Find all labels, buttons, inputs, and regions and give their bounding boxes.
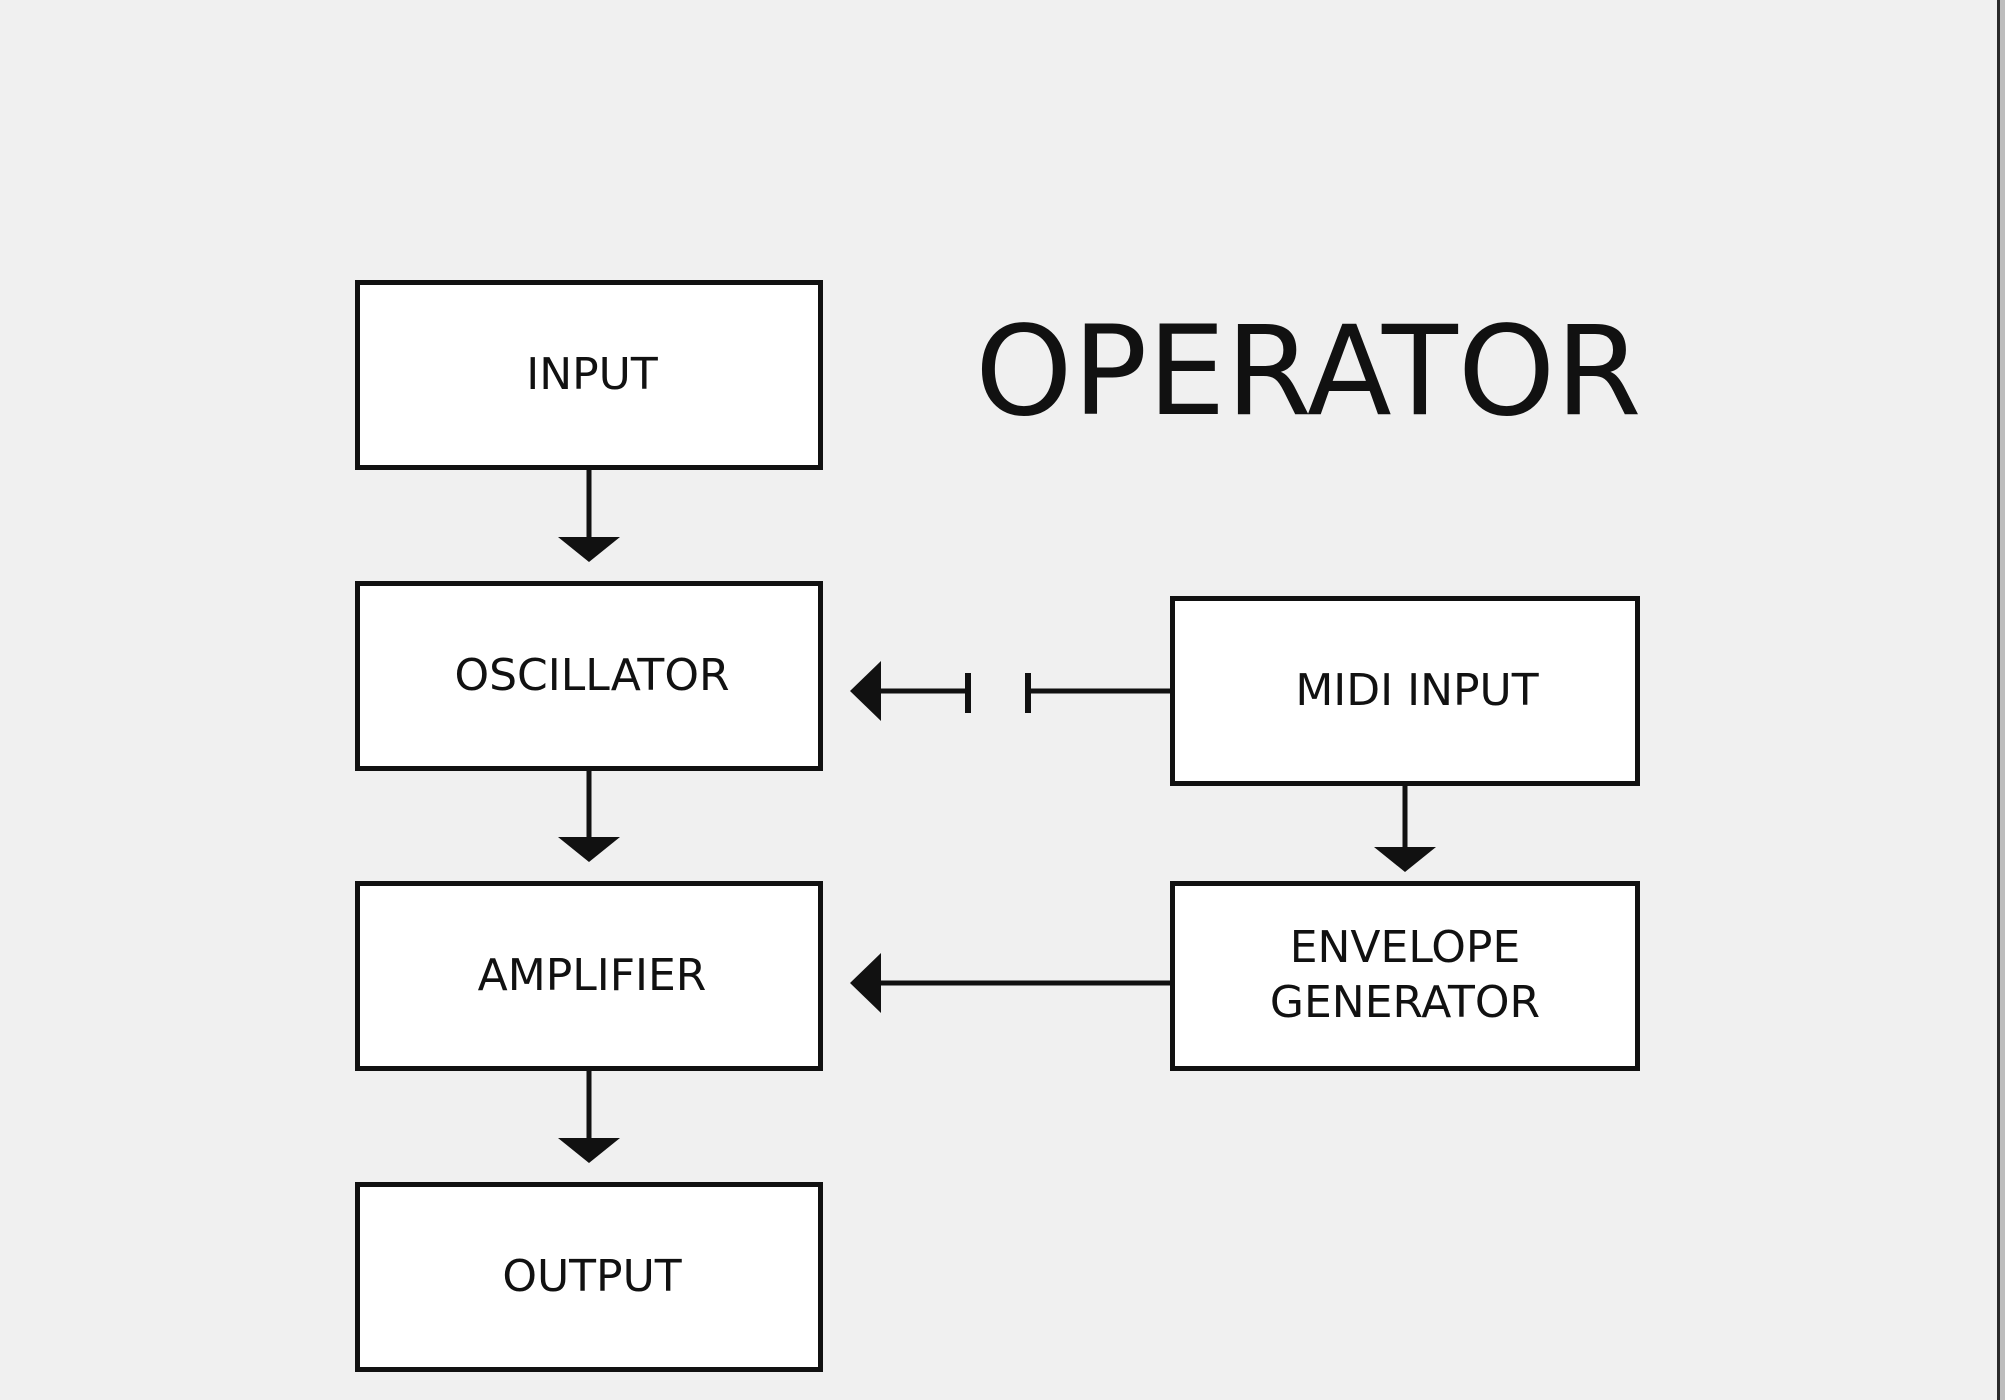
node-output: OUTPUT: [355, 1182, 823, 1372]
node-output-label: OUTPUT: [502, 1250, 682, 1302]
node-midi-input-label: MIDI INPUT: [1295, 664, 1539, 716]
arrow-amplifier-to-output: [558, 1071, 620, 1163]
arrow-envelope-to-amplifier: [850, 953, 1170, 1013]
node-input-label: INPUT: [526, 348, 658, 400]
node-midi-input: MIDI INPUT: [1170, 596, 1640, 786]
node-input: INPUT: [355, 280, 823, 470]
window-edge-strip: [2000, 0, 2005, 1400]
arrow-input-to-oscillator: [558, 470, 620, 562]
node-amplifier: AMPLIFIER: [355, 881, 823, 1071]
node-envelope-generator-label: ENVELOPE GENERATOR: [1270, 921, 1540, 1030]
node-oscillator: OSCILLATOR: [355, 581, 823, 771]
node-envelope-generator: ENVELOPE GENERATOR: [1170, 881, 1640, 1071]
window-edge-line: [1997, 0, 2000, 1400]
arrow-midi-to-oscillator-broken: [850, 661, 1170, 721]
envelope-label-line-2: GENERATOR: [1269, 977, 1541, 1028]
arrow-oscillator-to-amplifier: [558, 771, 620, 862]
node-amplifier-label: AMPLIFIER: [477, 949, 707, 1001]
arrow-midi-to-envelope: [1374, 786, 1436, 872]
diagram-title: OPERATOR: [975, 300, 1642, 444]
node-oscillator-label: OSCILLATOR: [454, 649, 730, 701]
envelope-label-line-1: ENVELOPE: [1289, 922, 1521, 974]
